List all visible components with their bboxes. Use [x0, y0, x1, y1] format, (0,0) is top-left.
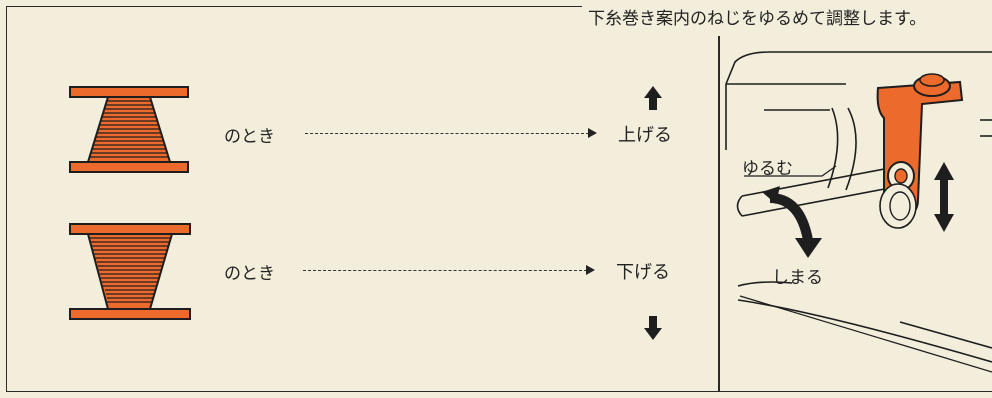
- row1-arrowhead-icon: [588, 128, 597, 138]
- row1-action: 上げる: [618, 125, 672, 146]
- row1-condition: のとき: [224, 127, 275, 147]
- bobbin-guide-icon: [876, 73, 964, 229]
- row1-dashed-line: [305, 133, 589, 134]
- up-arrow-icon: [644, 86, 662, 110]
- instruction-title: 下糸巻き案内のねじをゆるめて調整します。: [582, 4, 992, 36]
- loosen-leader-line: [744, 165, 837, 177]
- rotate-arrow-icon: [762, 186, 822, 258]
- row2-dashed-line: [303, 270, 587, 271]
- loosen-label: ゆるむ: [742, 159, 793, 179]
- down-arrow-icon: [644, 316, 662, 340]
- tighten-label: しまる: [772, 268, 823, 288]
- bobbin-wide-bottom-icon: [69, 86, 189, 173]
- bobbin-wide-top-icon: [69, 223, 191, 320]
- panel-frame: [6, 6, 992, 392]
- row2-action: 下げる: [616, 262, 670, 283]
- adjust-vertical-arrow-icon: [934, 162, 954, 232]
- row2-arrowhead-icon: [586, 265, 595, 275]
- panel-divider: [718, 6, 720, 392]
- row2-condition: のとき: [224, 264, 275, 284]
